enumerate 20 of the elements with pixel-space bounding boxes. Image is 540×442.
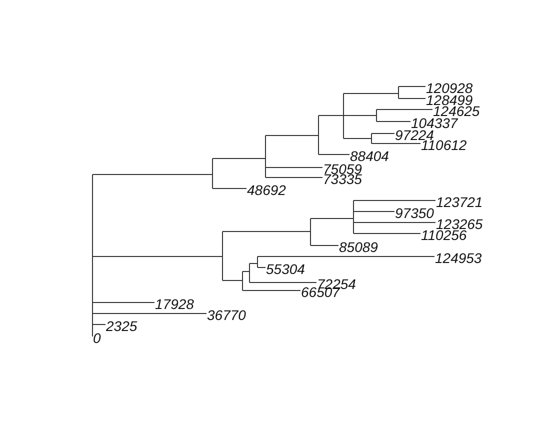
leaf-label: 123721: [436, 195, 483, 209]
leaf-label: 36770: [207, 308, 246, 322]
leaf-label: 0: [93, 331, 101, 345]
leaf-label: 120928: [426, 81, 473, 95]
leaf-label: 128499: [426, 93, 473, 107]
leaf-label: 124625: [433, 104, 480, 118]
leaf-label: 104337: [411, 116, 458, 130]
leaf-label: 124953: [435, 251, 482, 265]
leaf-label: 48692: [247, 183, 286, 197]
leaf-label: 110256: [421, 228, 467, 242]
leaf-label: 123265: [436, 217, 483, 231]
leaf-label: 88404: [350, 149, 389, 163]
leaf-label: 55304: [266, 262, 305, 276]
leaf-label: 72254: [317, 277, 356, 291]
leaf-label: 2325: [106, 319, 138, 333]
leaf-label: 85089: [339, 240, 378, 254]
leaf-label: 97224: [395, 128, 434, 142]
leaf-label: 75059: [323, 162, 362, 176]
leaf-label: 17928: [155, 297, 194, 311]
leaf-label: 97350: [395, 206, 434, 220]
